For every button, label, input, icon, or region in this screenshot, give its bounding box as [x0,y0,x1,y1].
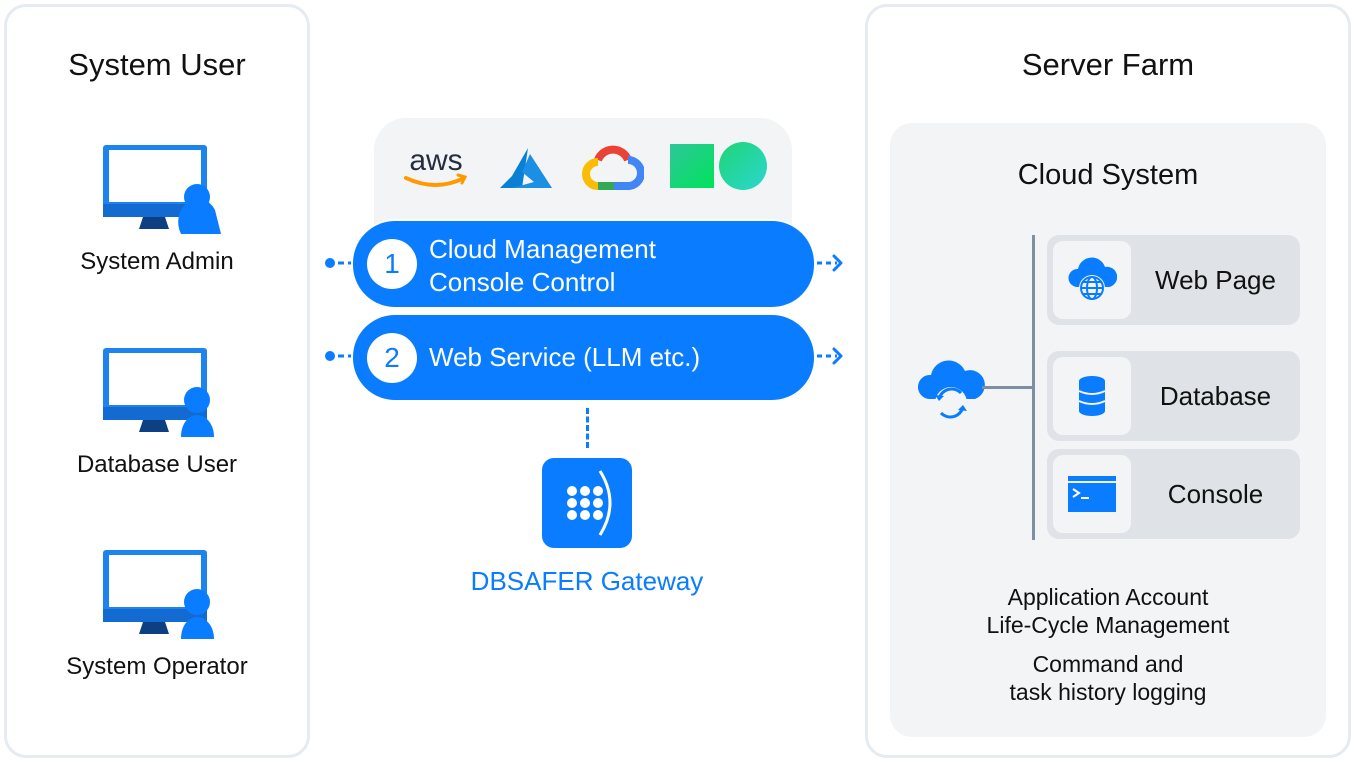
aws-logo-icon: aws [400,144,472,197]
service-database: Database [1047,351,1300,441]
user-system-admin: System Admin [7,142,307,276]
feature-command-logging: Command and task history logging [890,650,1326,706]
feature-line: Application Account [1007,584,1209,610]
step-number: 1 [367,239,417,289]
cloud-sync-icon [915,355,987,428]
step-number: 2 [367,333,417,383]
monitor-user-icon [103,348,214,437]
feature-account-lifecycle: Application Account Life-Cycle Managemen… [890,583,1326,639]
flow-cloud-management-console: 1 Cloud Management Console Control [351,219,816,309]
service-web-page: Web Page [1047,235,1300,325]
gateway-label: DBSAFER Gateway [470,566,704,596]
service-label: Web Page [1155,265,1276,295]
terminal-icon [1068,476,1116,512]
gateway-connector [586,408,589,448]
flow-label: Web Service (LLM etc.) [429,342,701,372]
service-label: Console [1167,479,1264,509]
svg-text:aws: aws [409,144,462,177]
flow-label: Cloud Management Console Control [429,233,656,299]
azure-logo-icon [498,146,554,195]
system-user-panel: System User System Admin Database User [4,4,310,758]
connector-in-2 [325,351,352,361]
ncloud-logo-icon [670,142,768,195]
monitor-user-icon [103,145,221,234]
feature-line: task history logging [1009,679,1207,705]
flow-web-service: 2 Web Service (LLM etc.) [351,313,816,402]
google-cloud-logo-icon [582,142,645,197]
user-label: Database User [76,451,238,478]
service-label: Database [1159,381,1272,411]
service-console: Console [1047,449,1300,539]
feature-line: Life-Cycle Management [986,612,1230,638]
user-database-user: Database User [7,345,307,479]
monitor-user-icon [103,550,214,639]
panel-title-system-user: System User [68,47,246,82]
user-label: System Operator [66,653,248,680]
database-icon [1078,376,1106,416]
user-label: System Admin [80,248,234,275]
dbsafer-gateway-icon [542,458,632,548]
feature-line: Command and [1032,651,1184,677]
connector-line [1032,235,1035,540]
cloud-system-title: Cloud System [1017,159,1199,191]
user-system-operator: System Operator [7,547,307,681]
service-icon-box [1053,357,1131,435]
service-icon-box [1053,455,1131,533]
cloud-globe-icon [1068,257,1117,301]
flow-label-line: Cloud Management [429,234,656,264]
flow-label-line: Console Control [429,267,616,297]
service-icon-box [1053,241,1131,319]
cloud-system-box: Cloud System Web Page [890,123,1326,737]
panel-title-server-farm: Server Farm [1021,47,1195,82]
connector-line [982,386,1034,389]
arrow-out-1 [817,254,843,272]
arrow-out-2 [817,347,843,365]
connector-in-1 [325,258,352,268]
